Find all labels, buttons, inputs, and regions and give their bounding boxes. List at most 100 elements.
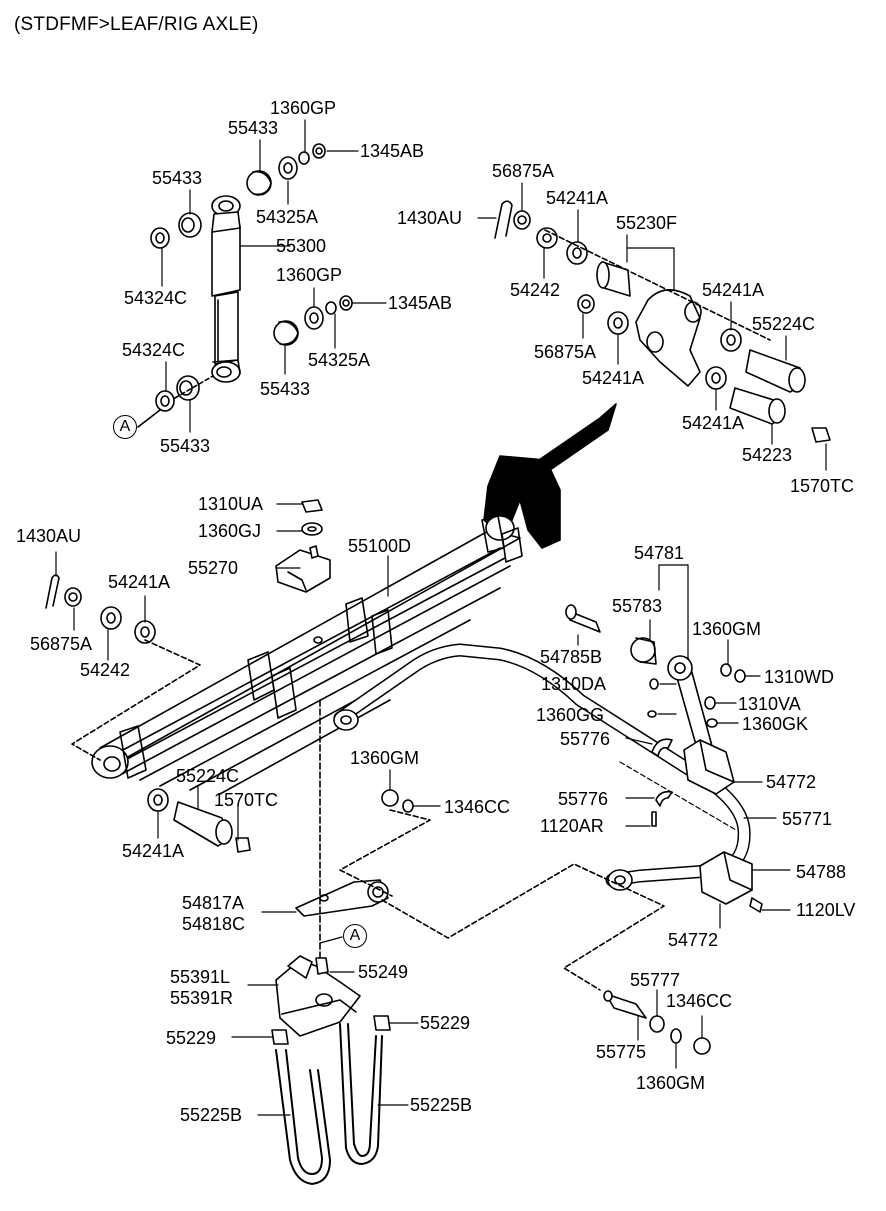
part-label-1120ar[interactable]: 1120AR <box>540 816 604 836</box>
part-label-55270[interactable]: 55270 <box>188 558 239 578</box>
part-label-55433[interactable]: 55433 <box>152 168 203 188</box>
part-label-1310da[interactable]: 1310DA <box>541 674 607 694</box>
nut-55229-left[interactable] <box>271 1029 289 1045</box>
part-label-54325a[interactable]: 54325A <box>308 350 371 370</box>
part-label-1346cc[interactable]: 1346CC <box>666 991 733 1011</box>
part-label-1430au[interactable]: 1430AU <box>397 208 463 228</box>
part-label-54223[interactable]: 54223 <box>742 445 793 465</box>
part-label-1310ua[interactable]: 1310UA <box>198 494 264 514</box>
part-label-55771[interactable]: 55771 <box>782 809 833 829</box>
nut-1360gm-upper[interactable] <box>720 663 732 677</box>
nut-56875a-left[interactable] <box>64 587 82 607</box>
part-label-1360gj[interactable]: 1360GJ <box>198 521 262 541</box>
nut-1310ua[interactable] <box>301 499 323 513</box>
part-label-1360gm[interactable]: 1360GM <box>350 748 420 768</box>
part-label-1345ab[interactable]: 1345AB <box>360 141 425 161</box>
washer-54242-left[interactable] <box>100 606 122 630</box>
nut-1310wd[interactable] <box>734 669 746 683</box>
nut-1346cc-lower[interactable] <box>693 1037 711 1055</box>
washer-1360gp-upper[interactable] <box>298 151 310 165</box>
bushing-55433-left-lower[interactable] <box>176 375 200 401</box>
stabilizer-bar-55771[interactable] <box>333 643 751 891</box>
part-label-54817a[interactable]: 54817A <box>182 893 245 913</box>
nut-55229-right[interactable] <box>373 1015 391 1031</box>
nut-1360gm-mid[interactable] <box>381 789 399 807</box>
part-label-1360gp[interactable]: 1360GP <box>270 98 337 118</box>
bump-stop-55270[interactable] <box>275 545 331 593</box>
bushing-55433-lower[interactable] <box>273 320 299 346</box>
washer-54241a-bottom[interactable] <box>147 788 169 812</box>
part-label-1360gk[interactable]: 1360GK <box>742 714 809 734</box>
part-label-55783[interactable]: 55783 <box>612 596 663 616</box>
washer-1360gk[interactable] <box>706 718 718 728</box>
part-label-55100d[interactable]: 55100D <box>348 536 412 556</box>
washer-54324c-lower[interactable] <box>155 390 175 412</box>
nut-1310va[interactable] <box>704 696 716 710</box>
nut-56875a-upper[interactable] <box>513 210 531 230</box>
part-label-56875a[interactable]: 56875A <box>534 342 597 362</box>
part-label-1310wd[interactable]: 1310WD <box>764 667 835 687</box>
end-link-bracket-54817a[interactable] <box>295 879 389 917</box>
link-55775[interactable] <box>603 990 647 1019</box>
part-label-54324c[interactable]: 54324C <box>124 288 188 308</box>
washer-1360gj[interactable] <box>301 522 323 536</box>
part-label-54772[interactable]: 54772 <box>668 930 719 950</box>
washer-1360gp-lower[interactable] <box>325 301 337 315</box>
shackle-bracket[interactable] <box>635 289 702 387</box>
bracket-54772-lower[interactable] <box>699 851 753 905</box>
bushing-55783[interactable] <box>630 637 657 665</box>
part-label-55775[interactable]: 55775 <box>596 1042 647 1062</box>
part-label-55391r[interactable]: 55391R <box>170 988 234 1008</box>
part-label-55776[interactable]: 55776 <box>560 729 611 749</box>
shackle-pin-55224c[interactable] <box>745 349 806 393</box>
part-label-55300[interactable]: 55300 <box>276 236 327 256</box>
part-label-54242[interactable]: 54242 <box>80 660 131 680</box>
nut-1345ab-upper[interactable] <box>312 143 326 159</box>
washer-54324c-upper[interactable] <box>150 227 170 249</box>
bolt-55249[interactable] <box>315 957 329 975</box>
washer-54325a-upper[interactable] <box>278 156 298 180</box>
part-label-55777[interactable]: 55777 <box>630 970 681 990</box>
washer-55777[interactable] <box>649 1015 665 1033</box>
clip-55776-lower[interactable] <box>655 790 673 807</box>
washer-54325a-lower[interactable] <box>304 306 324 330</box>
part-label-54241a[interactable]: 54241A <box>682 413 745 433</box>
part-label-54785b[interactable]: 54785B <box>540 647 603 667</box>
part-label-55224c[interactable]: 55224C <box>752 314 816 334</box>
part-label-55433[interactable]: 55433 <box>228 118 279 138</box>
nut-1346cc-mid[interactable] <box>402 799 414 813</box>
part-label-1346cc[interactable]: 1346CC <box>444 797 511 817</box>
part-label-55224c[interactable]: 55224C <box>176 766 240 786</box>
part-label-54241a[interactable]: 54241A <box>108 572 171 592</box>
part-label-54772[interactable]: 54772 <box>766 772 817 792</box>
part-label-1570tc[interactable]: 1570TC <box>214 790 279 810</box>
washer-54241a-left[interactable] <box>134 620 156 644</box>
part-label-54325a[interactable]: 54325A <box>256 207 319 227</box>
part-label-1310va[interactable]: 1310VA <box>738 694 801 714</box>
bushing-55230f[interactable] <box>596 261 631 297</box>
part-label-55776[interactable]: 55776 <box>558 789 609 809</box>
bolt-1570tc-bottom[interactable] <box>235 837 251 853</box>
part-label-55433[interactable]: 55433 <box>160 436 211 456</box>
bracket-54772-upper[interactable] <box>683 739 735 795</box>
shock-absorber[interactable] <box>211 195 241 383</box>
part-label-1360gm[interactable]: 1360GM <box>636 1073 706 1093</box>
washer-1360gm-lower[interactable] <box>670 1028 682 1044</box>
u-bolt-55225b-left[interactable] <box>275 1049 331 1185</box>
part-label-54818c[interactable]: 54818C <box>182 914 246 934</box>
nut-1345ab-lower[interactable] <box>339 295 353 311</box>
part-label-54788[interactable]: 54788 <box>796 862 847 882</box>
part-label-56875a[interactable]: 56875A <box>492 161 555 181</box>
bolt-1120ar[interactable] <box>651 811 657 827</box>
washer-54241a-mid[interactable] <box>607 311 629 335</box>
part-label-1430au[interactable]: 1430AU <box>16 526 82 546</box>
part-label-1360gp[interactable]: 1360GP <box>276 265 343 285</box>
part-label-54241a[interactable]: 54241A <box>582 368 645 388</box>
part-label-55230f[interactable]: 55230F <box>616 213 678 233</box>
part-label-54241a[interactable]: 54241A <box>702 280 765 300</box>
bushing-55433-upper[interactable] <box>246 170 272 196</box>
part-label-1120lv[interactable]: 1120LV <box>796 900 856 920</box>
part-label-55229[interactable]: 55229 <box>420 1013 471 1033</box>
part-label-1360gm[interactable]: 1360GM <box>692 619 762 639</box>
bolt-54785b[interactable] <box>565 604 601 633</box>
